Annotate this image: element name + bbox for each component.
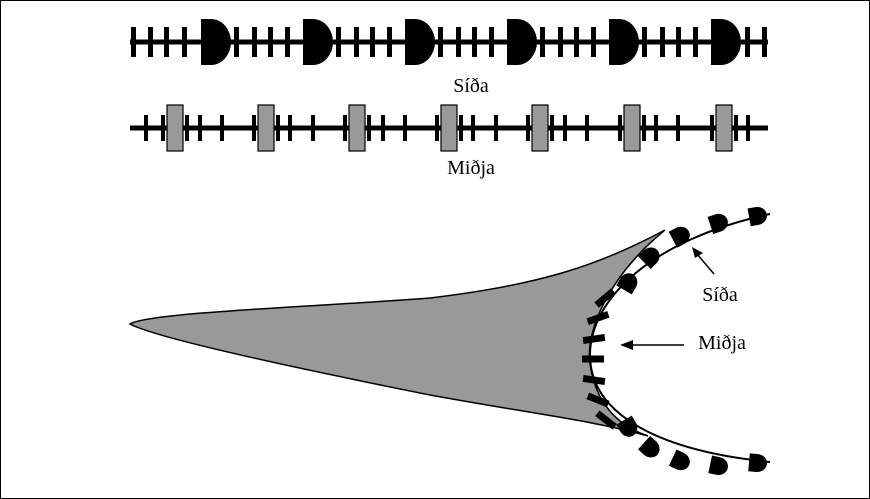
middle-bar: [144, 115, 148, 141]
side-bar: [660, 27, 665, 57]
side-arrow: [692, 247, 715, 275]
curve-side-half-disc: [747, 206, 767, 227]
side-bar: [354, 27, 359, 57]
middle-gray-block: [348, 104, 366, 152]
middle-bar: [288, 115, 292, 141]
middle-bar: [220, 115, 224, 141]
curve-side-half-disc: [616, 273, 638, 295]
side-half-disc: [303, 19, 333, 65]
side-bar: [148, 27, 153, 57]
middle-curve-label: Miðja: [698, 332, 746, 354]
curve-side-half-disc: [616, 415, 638, 437]
middle-bar: [367, 115, 371, 141]
middle-gray-block: [623, 104, 641, 152]
side-half-disc: [201, 19, 231, 65]
side-bar: [574, 27, 579, 57]
middle-bar: [734, 115, 738, 141]
side-bar: [182, 27, 187, 57]
middle-bar: [563, 115, 567, 141]
side-half-disc: [711, 19, 741, 65]
middle-bar: [746, 115, 750, 141]
middle-gray-block: [257, 104, 275, 152]
side-bar: [745, 27, 750, 57]
curve-middle-bar: [582, 355, 604, 363]
curve-side-units: [616, 206, 767, 476]
middle-bar: [161, 115, 165, 141]
side-bar: [234, 27, 239, 57]
middle-gray-block: [166, 104, 184, 152]
curve-middle-bar: [595, 410, 617, 430]
middle-bar: [585, 115, 589, 141]
middle-bar: [642, 115, 646, 141]
middle-bar: [526, 115, 530, 141]
middle-bar: [343, 115, 347, 141]
side-bar: [642, 27, 647, 57]
middle-gray-block: [715, 104, 733, 152]
curve-side-half-disc: [708, 455, 728, 476]
side-bar: [693, 27, 698, 57]
side-curve-label: Síða: [702, 284, 738, 306]
curve-middle-bar: [586, 310, 610, 326]
curve-middle-bar: [582, 375, 606, 385]
curve-middle-bar: [594, 288, 616, 308]
curve-middle-bar: [586, 392, 610, 408]
side-bar: [456, 27, 461, 57]
side-bar: [558, 27, 563, 57]
curve-middle-bar: [582, 334, 606, 344]
middle-gray-block: [440, 104, 458, 152]
middle-bar: [381, 115, 385, 141]
side-half-disc: [609, 19, 639, 65]
side-bar: [336, 27, 341, 57]
curve-side-half-disc: [668, 449, 690, 471]
side-row-label: Síða: [453, 75, 489, 97]
curve-side-half-disc: [638, 435, 660, 458]
middle-bar: [252, 115, 256, 141]
middle-bar: [435, 115, 439, 141]
curve-side-half-disc: [637, 247, 660, 270]
side-bar: [676, 27, 681, 57]
side-segment-row: [130, 19, 768, 65]
middle-bar: [276, 115, 280, 141]
side-bar: [387, 27, 392, 57]
side-bar: [164, 27, 169, 57]
middle-bar: [710, 115, 714, 141]
middle-bar: [403, 115, 407, 141]
side-bar: [489, 27, 494, 57]
middle-bar: [459, 115, 463, 141]
middle-bar: [618, 115, 622, 141]
middle-row-label: Miðja: [447, 157, 495, 179]
curve-side-half-disc: [707, 213, 728, 235]
middle-gray-block: [531, 104, 549, 152]
middle-segment-row: [130, 104, 768, 152]
side-bar: [540, 27, 545, 57]
side-bar: [370, 27, 375, 57]
side-bar: [131, 27, 136, 57]
side-half-disc: [405, 19, 435, 65]
middle-bar: [676, 115, 680, 141]
side-bar: [438, 27, 443, 57]
side-bar: [762, 27, 767, 57]
curve-side-half-disc: [668, 226, 690, 248]
side-bar: [252, 27, 257, 57]
middle-bar: [471, 115, 475, 141]
side-bar: [591, 27, 596, 57]
fin-wedge-shape: [128, 229, 666, 437]
side-half-disc: [507, 19, 537, 65]
curve-side-half-disc: [748, 453, 767, 472]
middle-bar: [550, 115, 554, 141]
middle-bar: [494, 115, 498, 141]
side-bar: [472, 27, 477, 57]
side-bar: [268, 27, 273, 57]
middle-bar: [654, 115, 658, 141]
side-bar: [285, 27, 290, 57]
middle-bar: [311, 115, 315, 141]
middle-bar: [198, 115, 202, 141]
middle-bar: [185, 115, 189, 141]
middle-arrow: [620, 340, 684, 350]
curve-middle-units: [582, 288, 617, 430]
